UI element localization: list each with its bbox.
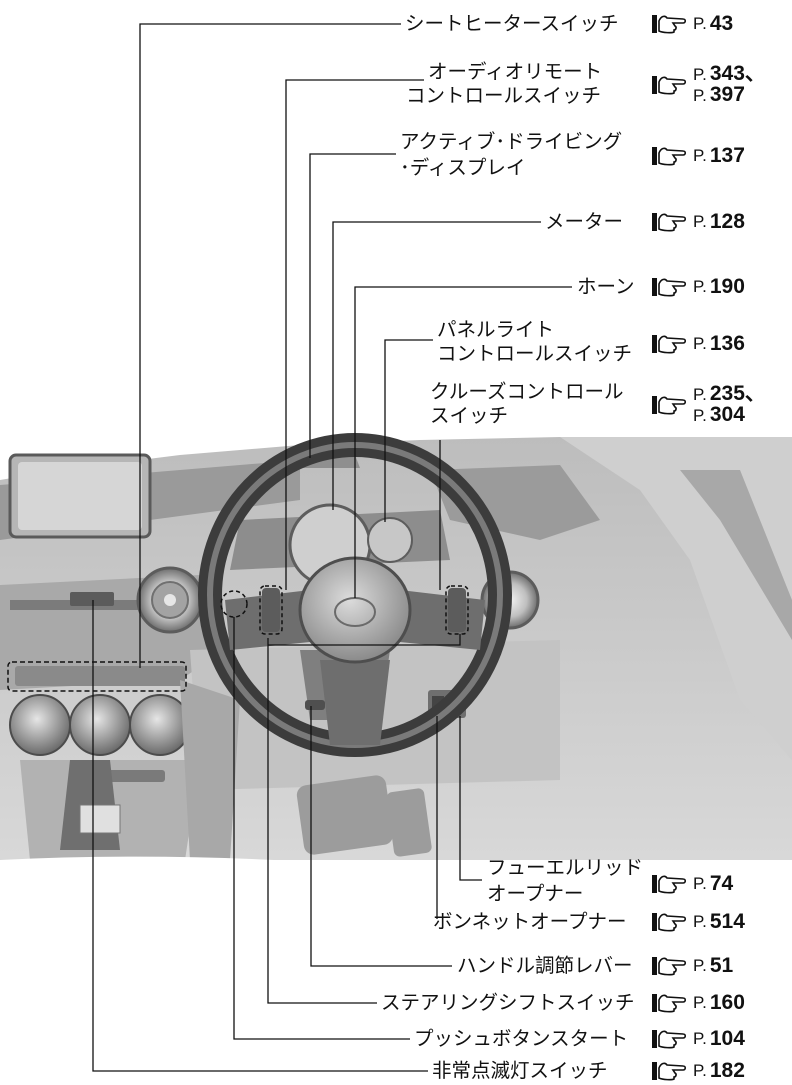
cruise-control-page-ref[interactable]: P.235、 P.304 bbox=[651, 382, 766, 426]
pointing-hand-icon bbox=[652, 213, 687, 232]
horn-label: ホーン bbox=[577, 275, 635, 298]
audio-remote-switch-label-line1: オーディオリモート bbox=[428, 60, 603, 83]
pointing-hand-icon bbox=[652, 957, 687, 976]
page-number: 182 bbox=[709, 1059, 745, 1082]
pointing-hand-icon bbox=[652, 1030, 687, 1049]
cruise-control-switch-label-line1: クルーズコントロール bbox=[430, 380, 624, 403]
page-prefix: P. bbox=[693, 14, 707, 33]
meter-label: メーター bbox=[545, 210, 624, 233]
page-prefix: P. bbox=[693, 65, 707, 84]
page-number: 137 bbox=[709, 144, 745, 167]
page-number: 397 bbox=[709, 83, 745, 106]
page-prefix: P. bbox=[693, 385, 707, 404]
page-number: 51 bbox=[709, 954, 734, 977]
page-number: 343、 bbox=[709, 62, 766, 85]
page-prefix: P. bbox=[693, 334, 707, 353]
hazard-switch-label: 非常点滅灯スイッチ bbox=[432, 1059, 608, 1082]
pointing-hand-icon bbox=[652, 335, 687, 354]
active-driving-display-label-line2: ･ディスプレイ bbox=[400, 156, 526, 179]
page-number: 235、 bbox=[709, 382, 766, 405]
bonnet-opener-label: ボンネットオープナー bbox=[433, 910, 627, 933]
pointing-hand-icon bbox=[652, 278, 687, 297]
pointing-hand-icon bbox=[652, 15, 687, 34]
page-number: 190 bbox=[709, 275, 745, 298]
page-prefix: P. bbox=[693, 1061, 707, 1080]
page-prefix: P. bbox=[693, 993, 707, 1012]
page-number: 514 bbox=[709, 910, 745, 933]
seat-heater-switch-label: シートヒータースイッチ bbox=[405, 12, 619, 35]
steering-shift-switch-label: ステアリングシフトスイッチ bbox=[381, 991, 635, 1014]
panel-light-switch-label-line1: パネルライト bbox=[437, 318, 555, 341]
page-prefix: P. bbox=[693, 146, 707, 165]
page-number: 43 bbox=[709, 12, 734, 35]
page-number: 128 bbox=[709, 210, 745, 233]
steering-adjust-lever-label: ハンドル調節レバー bbox=[457, 954, 633, 977]
fuel-lid-opener-label-line1: フューエルリッド bbox=[487, 856, 644, 879]
page-number: 160 bbox=[709, 991, 745, 1014]
page-number: 104 bbox=[709, 1027, 745, 1050]
panel-light-switch-label-line2: コントロールスイッチ bbox=[437, 342, 633, 365]
page-prefix: P. bbox=[693, 406, 707, 425]
page-prefix: P. bbox=[693, 956, 707, 975]
horn-page-ref[interactable]: P.190 bbox=[651, 275, 745, 299]
panel-light-page-ref[interactable]: P.136 bbox=[651, 332, 745, 356]
audio-remote-page-ref[interactable]: P.343、 P.397 bbox=[651, 62, 766, 106]
page-prefix: P. bbox=[693, 277, 707, 296]
push-start-page-ref[interactable]: P.104 bbox=[651, 1027, 745, 1051]
page-prefix: P. bbox=[693, 86, 707, 105]
active-driving-display-label-line1: アクティブ･ドライビング bbox=[400, 130, 623, 153]
active-driving-page-ref[interactable]: P.137 bbox=[651, 144, 745, 168]
hazard-page-ref[interactable]: P.182 bbox=[651, 1059, 745, 1083]
page-prefix: P. bbox=[693, 212, 707, 231]
push-button-start-label: プッシュボタンスタート bbox=[414, 1027, 629, 1050]
page-number: 304 bbox=[709, 403, 745, 426]
steering-adjust-page-ref[interactable]: P.51 bbox=[651, 954, 733, 978]
pointing-hand-icon bbox=[652, 396, 687, 415]
page-number: 136 bbox=[709, 332, 745, 355]
pointing-hand-icon bbox=[652, 147, 687, 166]
meter-page-ref[interactable]: P.128 bbox=[651, 210, 745, 234]
steering-shift-page-ref[interactable]: P.160 bbox=[651, 991, 745, 1015]
pointing-hand-icon bbox=[652, 875, 687, 894]
page-prefix: P. bbox=[693, 874, 707, 893]
pointing-hand-icon bbox=[652, 913, 687, 932]
pointing-hand-icon bbox=[652, 994, 687, 1013]
audio-remote-switch-label-line2: コントロールスイッチ bbox=[406, 84, 602, 107]
page-prefix: P. bbox=[693, 1029, 707, 1048]
fuel-lid-page-ref[interactable]: P.74 bbox=[651, 872, 733, 896]
page-number: 74 bbox=[709, 872, 734, 895]
fuel-lid-opener-label-line2: オープナー bbox=[487, 882, 584, 905]
seat-heater-page-ref[interactable]: P.43 bbox=[651, 12, 733, 36]
pointing-hand-icon bbox=[652, 1062, 687, 1081]
cruise-control-switch-label-line2: スイッチ bbox=[430, 404, 509, 427]
pointing-hand-icon bbox=[652, 76, 687, 95]
bonnet-page-ref[interactable]: P.514 bbox=[651, 910, 745, 934]
page-prefix: P. bbox=[693, 912, 707, 931]
